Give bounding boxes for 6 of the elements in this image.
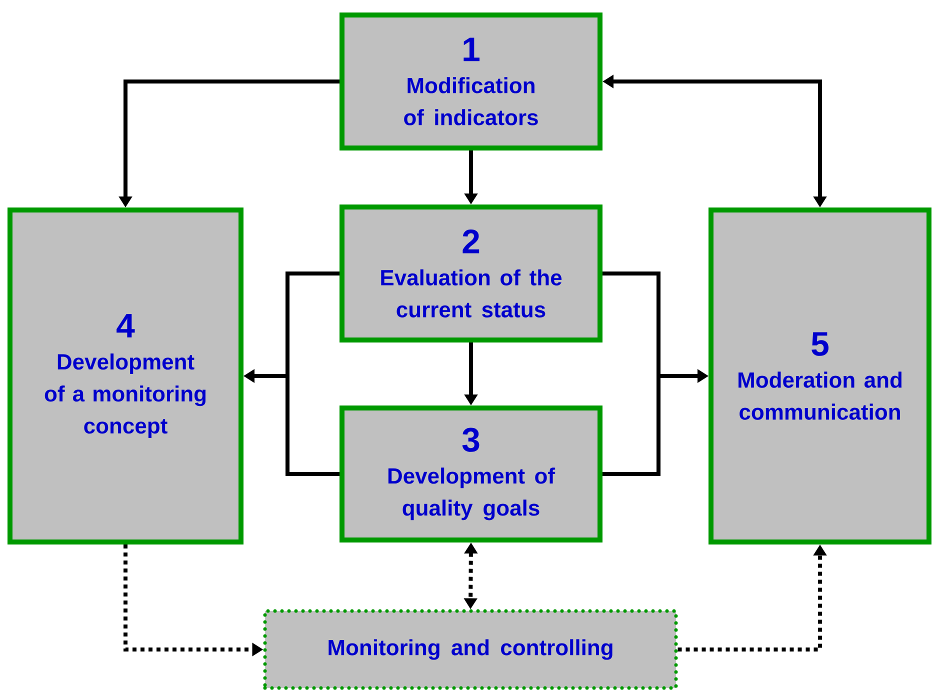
process-box: 3 Development of quality goals <box>340 406 602 542</box>
process-box: 1 Modification of indicators <box>340 12 602 150</box>
process-box: 4 Development of a monitoring concept <box>8 208 244 544</box>
process-box: 2 Evaluation of the current status <box>340 204 602 342</box>
dotted-box: Monitoring and controlling <box>263 609 678 690</box>
process-box: 5 Moderation and communication <box>708 208 932 544</box>
